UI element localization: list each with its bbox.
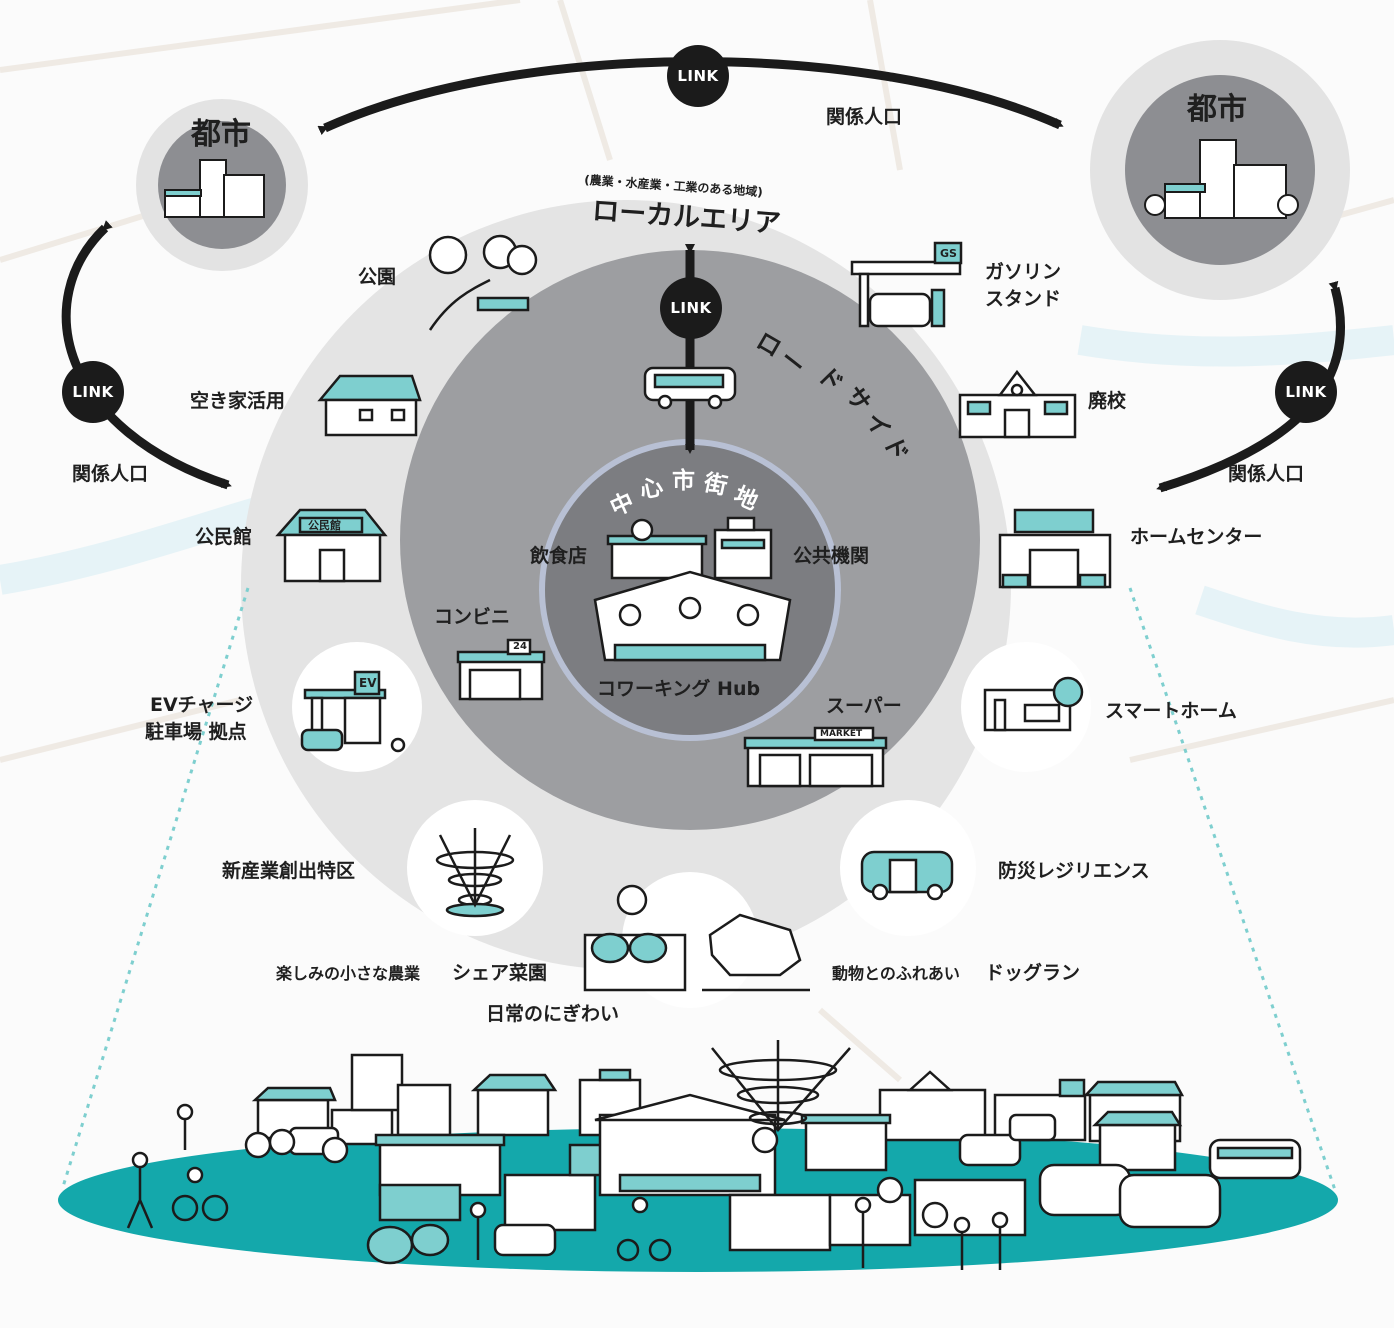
label-convenience: コンビニ	[434, 606, 511, 628]
label-disaster: 防災レジリエンス	[998, 860, 1150, 882]
label-home-center: ホームセンター	[1130, 526, 1263, 548]
sign-gs: GS	[940, 247, 957, 260]
disaster-bus-icon	[860, 850, 954, 901]
link-badge-left: LINK	[62, 361, 124, 423]
label-vacant-house: 空き家活用	[190, 390, 286, 412]
vacant-house-icon	[317, 374, 422, 437]
farming-icon	[583, 884, 687, 992]
label-supermarket: スーパー	[826, 695, 902, 717]
coworking-hub-icon	[593, 570, 792, 662]
city-right	[1090, 40, 1350, 300]
city-label-right: 都市	[1187, 92, 1247, 127]
new-industry-icon	[435, 828, 515, 918]
link-badge-center: LINK	[660, 277, 722, 339]
relation-population-right: 関係人口	[1228, 463, 1305, 485]
relation-population-left: 関係人口	[72, 463, 149, 485]
town-trees	[244, 1126, 949, 1229]
center-char-2: 心	[637, 473, 666, 505]
town-tower	[711, 1040, 851, 1132]
bus-icon	[643, 366, 737, 410]
sign-community: 公民館	[308, 519, 341, 532]
city-left	[136, 99, 308, 271]
label-restaurant: 飲食店	[530, 545, 588, 567]
label-community-hall: 公民館	[195, 526, 253, 548]
park-icon	[428, 234, 538, 331]
dog-icon	[702, 913, 810, 992]
home-center-icon	[998, 508, 1112, 589]
supermarket-icon	[743, 726, 888, 788]
label-park: 公園	[358, 266, 397, 288]
public-office-icon	[713, 516, 773, 580]
gas-station-icon	[850, 241, 963, 328]
label-coworking-hub: コワーキング Hub	[597, 678, 761, 700]
label-animals-caption: 動物とのふれあい	[832, 964, 960, 983]
closed-school-icon	[958, 369, 1077, 439]
label-ev-line1: EVチャージ	[150, 694, 254, 716]
label-public-office: 公共機関	[793, 545, 870, 567]
town-people	[126, 1103, 1009, 1270]
center-char-3: 市	[672, 468, 695, 494]
relation-population-top: 関係人口	[826, 106, 903, 128]
label-smart-home: スマートホーム	[1105, 700, 1237, 722]
arrow-left-loop	[61, 220, 232, 490]
label-new-industry: 新産業創出特区	[222, 860, 356, 882]
link-badge-top: LINK	[667, 45, 729, 107]
label-gas-line1: ガソリン	[985, 261, 1062, 283]
center-char-4: 街	[701, 469, 730, 501]
link-badge-right: LINK	[1275, 361, 1337, 423]
sign-market: MARKET	[820, 729, 863, 739]
label-daily: 日常のにぎわい	[486, 1003, 620, 1025]
sign-ev: EV	[359, 676, 377, 690]
label-farming-caption: 楽しみの小さな農業	[276, 964, 421, 983]
sign-24: 24	[513, 641, 527, 652]
convenience-store-icon	[456, 638, 546, 701]
label-gas-line2: スタンド	[985, 288, 1062, 310]
city-label-left: 都市	[191, 117, 251, 152]
ev-station-icon	[300, 670, 406, 753]
label-share-garden: シェア菜園	[452, 962, 548, 984]
label-closed-school: 廃校	[1088, 390, 1127, 412]
smart-home-icon	[983, 676, 1084, 732]
label-ev-line2: 駐車場 拠点	[145, 721, 247, 743]
community-hall-icon	[275, 508, 388, 583]
label-dog-run: ドッグラン	[985, 962, 1081, 984]
